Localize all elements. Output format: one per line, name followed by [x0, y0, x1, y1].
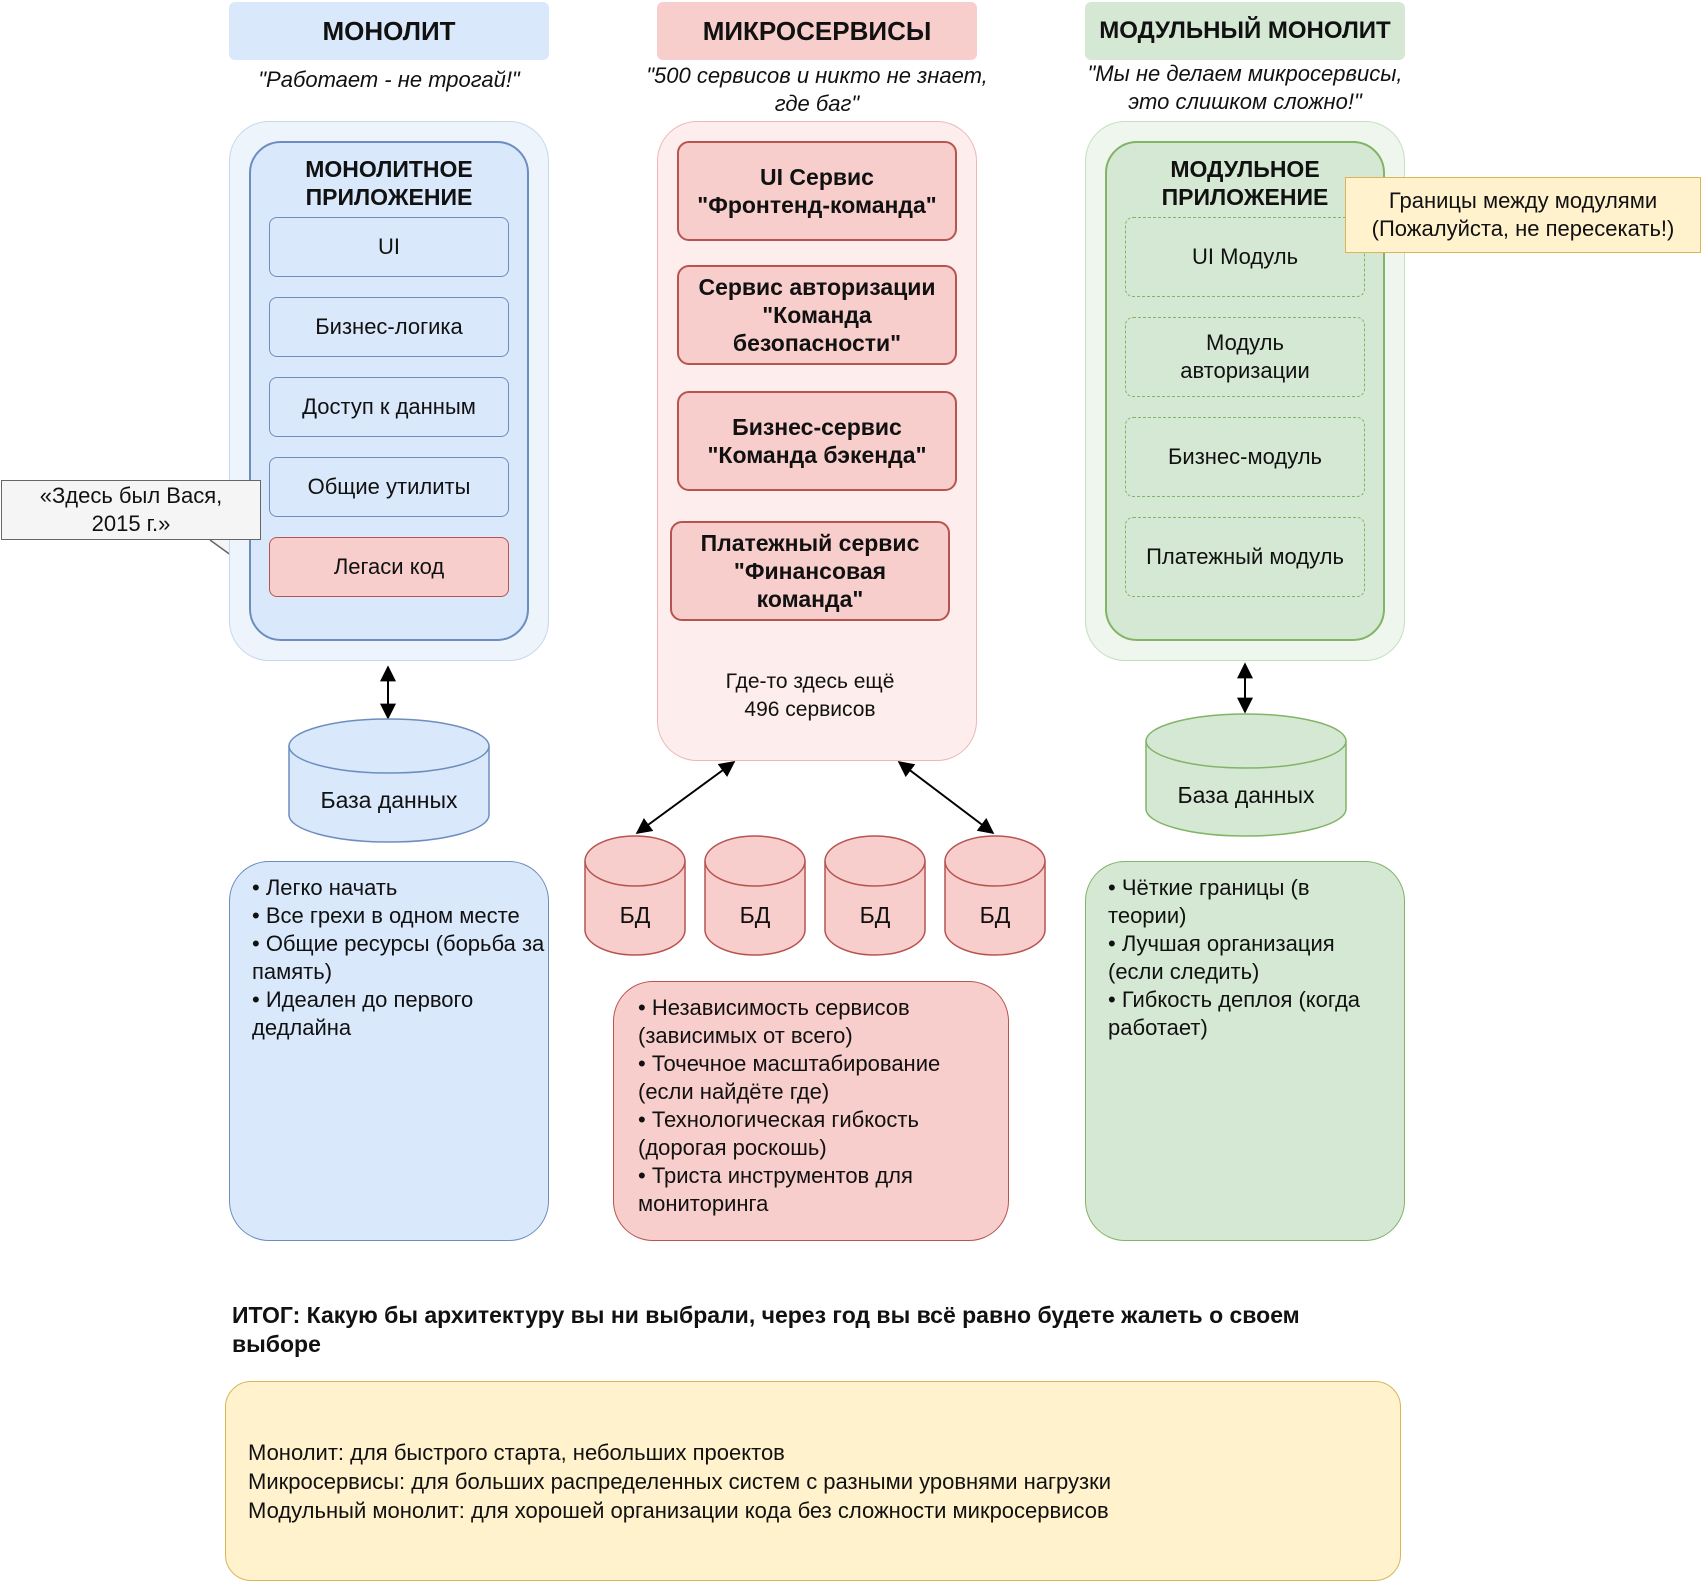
- micro-db-arrow-left: [635, 761, 736, 834]
- micro-db-2: [704, 835, 806, 956]
- micro-db-4: [944, 835, 1046, 956]
- monolith-quote: "Работает - не трогай!": [258, 67, 520, 92]
- modular-database: [1145, 713, 1347, 837]
- micro-service-auth: Сервис авторизации "Команда безопасности…: [677, 265, 957, 365]
- summary-box: Монолит: для быстрого старта, небольших …: [225, 1381, 1401, 1581]
- modular-callout: Границы между модулями (Пожалуйста, не п…: [1345, 177, 1701, 253]
- modular-module-ui: UI Модуль: [1125, 217, 1365, 297]
- micro-db-arrow-right: [897, 761, 995, 834]
- micro-db-3: [824, 835, 926, 956]
- micro-service-payment: Платежный сервис "Финансовая команда": [670, 521, 950, 621]
- monolith-layer-data-access: Доступ к данным: [269, 377, 509, 437]
- micro-db-1: [584, 835, 686, 956]
- modular-header: МОДУЛЬНЫЙ МОНОЛИТ: [1085, 2, 1405, 60]
- modular-quote: "Мы не делаем микросервисы, это слишком …: [1087, 61, 1403, 114]
- modular-bullets: • Чёткие границы (в теории) • Лучшая орг…: [1085, 861, 1405, 1241]
- micro-db-1-label: БД: [619, 902, 651, 928]
- micro-cloud-label: Где-то здесь ещё 496 сервисов: [725, 670, 895, 721]
- micro-quote: "500 сервисов и никто не знает, где баг": [646, 63, 988, 116]
- modular-module-business: Бизнес-модуль: [1125, 417, 1365, 497]
- modular-module-payment: Платежный модуль: [1125, 517, 1365, 597]
- monolith-layer-legacy: Легаси код: [269, 537, 509, 597]
- modular-module-auth: Модуль авторизации: [1125, 317, 1365, 397]
- summary-line-microservices: Микросервисы: для больших распределенных…: [248, 1468, 1112, 1494]
- micro-header: МИКРОСЕРВИСЫ: [657, 2, 977, 60]
- summary-line-monolith: Монолит: для быстрого старта, небольших …: [248, 1439, 785, 1465]
- monolith-app-title: МОНОЛИТНОЕ ПРИЛОЖЕНИЕ: [305, 156, 473, 210]
- monolith-layer-utils: Общие утилиты: [269, 457, 509, 517]
- micro-bullets: • Независимость сервисов (зависимых от в…: [613, 981, 1009, 1241]
- summary-line-modular: Модульный монолит: для хорошей организац…: [248, 1497, 1109, 1523]
- monolith-layer-business: Бизнес-логика: [269, 297, 509, 357]
- monolith-database: [288, 718, 490, 843]
- monolith-database-label: База данных: [320, 787, 458, 813]
- monolith-callout: «Здесь был Вася, 2015 г.»: [1, 480, 261, 540]
- monolith-layer-ui: UI: [269, 217, 509, 277]
- monolith-bullets: • Легко начать • Все грехи в одном месте…: [229, 861, 549, 1241]
- monolith-header: МОНОЛИТ: [229, 2, 549, 60]
- micro-service-ui: UI Сервис "Фронтенд-команда": [677, 141, 957, 241]
- modular-app-title: МОДУЛЬНОЕ ПРИЛОЖЕНИЕ: [1161, 156, 1329, 210]
- micro-service-business: Бизнес-сервис "Команда бэкенда": [677, 391, 957, 491]
- micro-db-2-label: БД: [739, 902, 771, 928]
- summary-title: ИТОГ: Какую бы архитектуру вы ни выбрали…: [232, 1302, 1300, 1357]
- micro-db-3-label: БД: [859, 902, 891, 928]
- modular-database-label: База данных: [1177, 782, 1315, 808]
- micro-db-4-label: БД: [979, 902, 1011, 928]
